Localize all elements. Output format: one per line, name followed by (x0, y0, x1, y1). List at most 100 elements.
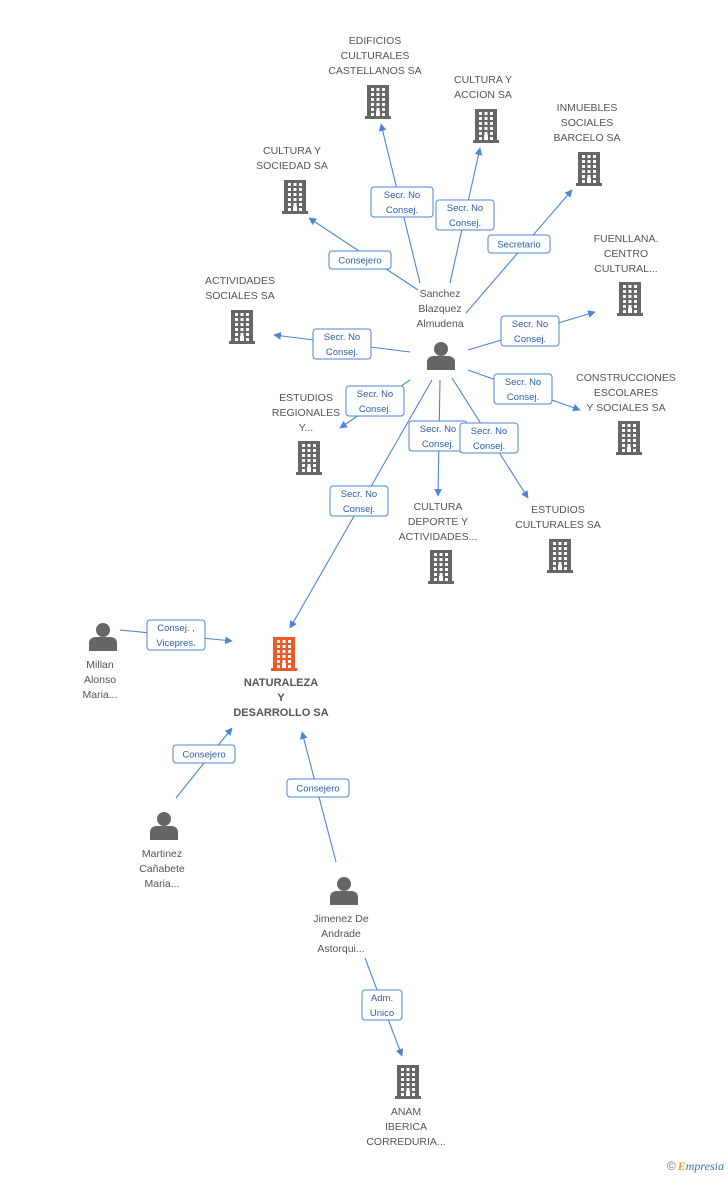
badge-box (361, 989, 403, 1021)
node-label: Jimenez De (313, 913, 369, 925)
relation-badge[interactable]: Consejero (286, 778, 350, 798)
node-label: INMUEBLES (557, 102, 618, 114)
badge-label: Consej. (326, 347, 358, 358)
node-label: CULTURA Y (263, 145, 321, 157)
node-label: Maria... (82, 689, 117, 701)
badge-label: Consejero (338, 256, 381, 267)
company-node[interactable]: FUENLLANA.CENTROCULTURAL... (594, 233, 659, 316)
person-node[interactable]: MillanAlonsoMaria... (82, 623, 118, 701)
badge-label: Secretario (497, 240, 540, 251)
badge-label: Consejero (296, 784, 339, 795)
node-label: REGIONALES (272, 407, 340, 419)
building-icon (271, 637, 297, 671)
badge-label: Consej. , (157, 623, 195, 634)
badge-label: Secr. No (447, 203, 483, 214)
badge-box (459, 422, 519, 454)
node-label: ANAM (391, 1106, 421, 1118)
node-label: Astorqui... (317, 943, 364, 955)
node-label: IBERICA (385, 1121, 427, 1133)
node-label: DESARROLLO SA (233, 707, 328, 719)
node-label: Almudena (416, 318, 463, 330)
node-label: NATURALEZA (244, 677, 318, 689)
node-label: Maria... (144, 878, 179, 890)
badge-label: Consej. (386, 205, 418, 216)
badge-box (286, 778, 350, 798)
node-label: ACTIVIDADES (205, 275, 275, 287)
badge-label: Secr. No (357, 389, 393, 400)
badge-box (370, 186, 434, 218)
person-icon (427, 342, 455, 370)
node-label: ESCOLARES (594, 387, 658, 399)
node-label: ACTIVIDADES... (399, 531, 478, 543)
building-icon (547, 539, 573, 573)
node-label: CASTELLANOS SA (328, 65, 421, 77)
node-label: CULTURA Y (454, 74, 512, 86)
building-icon (365, 85, 391, 119)
relation-badge[interactable]: Consejero (172, 744, 236, 764)
footer-brand: ©Empresia (667, 1159, 724, 1174)
person-node[interactable]: Jimenez De AndradeAstorqui... (313, 877, 369, 955)
node-label: CULTURALES (341, 50, 410, 62)
badge-label: Secr. No (341, 489, 377, 500)
node-label: CENTRO (604, 248, 648, 260)
relation-badge[interactable]: Consejero (328, 250, 392, 270)
person-icon (330, 877, 358, 905)
node-label: FUENLLANA. (594, 233, 659, 245)
building-icon (229, 310, 255, 344)
badge-label: Consejero (182, 750, 225, 761)
company-node[interactable]: ANAMIBERICACORREDURIA... (366, 1065, 446, 1148)
badge-box (435, 199, 495, 231)
relation-badge[interactable]: Secr. No Consej. (370, 186, 434, 218)
building-icon (395, 1065, 421, 1099)
badge-box (493, 373, 553, 405)
relation-badge[interactable]: Consej. ,Vicepres. (146, 619, 206, 651)
building-icon (617, 282, 643, 316)
company-node[interactable]: EDIFICIOS CULTURALES CASTELLANOS SA (328, 35, 422, 119)
node-label: CONSTRUCCIONES (576, 372, 676, 384)
node-label: Y (277, 692, 285, 704)
person-node[interactable]: MartinezCañabeteMaria... (139, 812, 185, 890)
node-label: CULTURA (414, 501, 463, 513)
building-icon (616, 421, 642, 455)
relation-badge[interactable]: Secretario (487, 234, 551, 254)
company-node[interactable]: ESTUDIOSREGIONALESY... (272, 392, 340, 475)
node-label: EDIFICIOS (349, 35, 402, 47)
node-label: Andrade (321, 928, 361, 940)
badge-box (487, 234, 551, 254)
node-label: Millan (86, 659, 114, 671)
relation-badge[interactable]: Adm.Unico (361, 989, 403, 1021)
building-icon (428, 550, 454, 584)
badge-label: Secr. No (384, 190, 420, 201)
badge-label: Secr. No (505, 377, 541, 388)
badge-box (146, 619, 206, 651)
building-icon (473, 109, 499, 143)
brand-name: mpresia (685, 1159, 724, 1173)
badge-box (500, 315, 560, 347)
building-icon (282, 180, 308, 214)
person-icon (150, 812, 178, 840)
node-label: BARCELO SA (553, 132, 620, 144)
company-node[interactable]: NATURALEZA Y DESARROLLO SA (233, 637, 329, 719)
copyright-symbol: © (666, 1159, 676, 1173)
badge-label: Secr. No (471, 426, 507, 437)
badge-label: Secr. No (512, 319, 548, 330)
company-node[interactable]: ACTIVIDADES SOCIALES SA (205, 275, 275, 344)
node-label: SOCIALES SA (205, 290, 274, 302)
node-label: Sanchez (420, 288, 461, 300)
